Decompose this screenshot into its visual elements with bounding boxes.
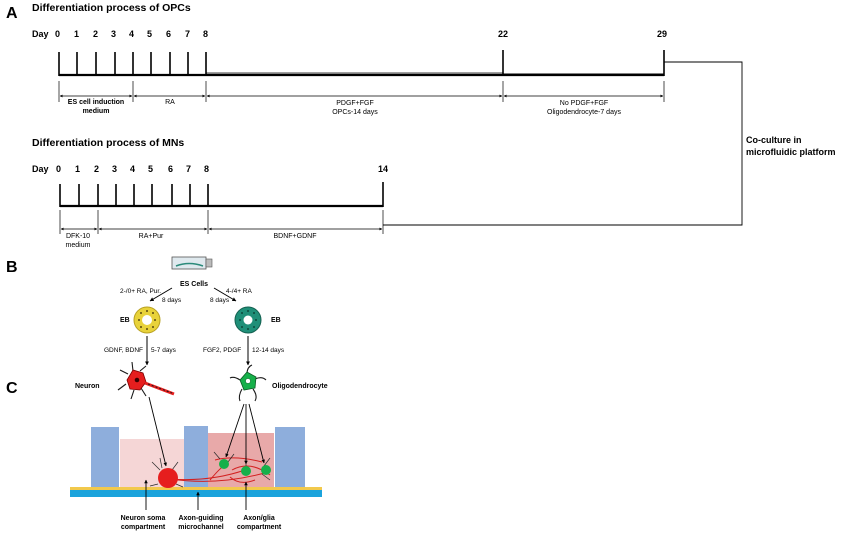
opc-day-7: 7 [185, 29, 190, 39]
right-factors: FGF2, PDGF [203, 347, 241, 354]
soma-label-2: compartment [121, 524, 166, 531]
flask-icon [171, 256, 213, 270]
oligodendrocyte-label: Oligodendrocyte [272, 383, 328, 390]
opc-day-29: 29 [657, 29, 667, 39]
opc-day-3: 3 [111, 29, 116, 39]
eb-left-label: EB [120, 317, 130, 324]
mn-day-5: 5 [148, 164, 153, 174]
mn-seg-1-line1: DFK-10 [66, 233, 90, 240]
eb-right-label: EB [271, 317, 281, 324]
oligodendrocyte-illustration [229, 364, 267, 402]
opc-seg-4-line1: No PDGF+FGF [560, 100, 608, 107]
soma-label-1: Neuron soma [121, 515, 166, 522]
glia-dot-2 [241, 466, 251, 476]
eb-left-sphere [133, 306, 161, 334]
opc-seg-4-line2: Oligodendrocyte-7 days [547, 109, 621, 116]
opc-day-22: 22 [498, 29, 508, 39]
neuron-pointer-arrow [148, 396, 167, 467]
opc-seg-1-line1: ES cell induction [68, 99, 124, 106]
mn-timeline: Differentiation process of MNs Day 0 1 2… [32, 137, 388, 249]
es-cells-label: ES Cells [180, 281, 208, 288]
opc-day-5: 5 [147, 29, 152, 39]
mn-title: Differentiation process of MNs [32, 137, 184, 149]
mn-seg-2-line1: RA+Pur [139, 233, 164, 240]
glia-label-2: compartment [237, 524, 282, 531]
right-time: 12-14 days [252, 347, 285, 354]
opc-seg-3-line1: PDGF+FGF [336, 100, 374, 107]
mn-day-14: 14 [378, 164, 388, 174]
mn-day-2: 2 [94, 164, 99, 174]
panel-c-letter: C [6, 380, 18, 397]
opc-day-1: 1 [74, 29, 79, 39]
opc-day-6: 6 [166, 29, 171, 39]
microfluidic-device [70, 426, 322, 497]
pillar-left [91, 427, 119, 488]
right-condition-2: 8 days [210, 297, 230, 304]
mn-day-label: Day [32, 164, 49, 174]
right-condition-1: 4-/4+ RA [226, 288, 252, 295]
left-time: 5-7 days [151, 347, 177, 354]
glia-dot-1 [219, 459, 229, 469]
opc-day-2: 2 [93, 29, 98, 39]
panel-b-letter: B [6, 259, 18, 276]
channel-label-2: microchannel [178, 524, 224, 531]
pillar-right [275, 427, 305, 488]
left-condition-1: 2-/0+ RA, Pur. [120, 288, 161, 295]
glia-dot-3 [261, 465, 271, 475]
axon-glia-chamber [208, 433, 274, 488]
substrate [70, 490, 322, 497]
es-left-arrow [149, 287, 173, 302]
mn-day-1: 1 [75, 164, 80, 174]
glia-label-1: Axon/glia [243, 515, 275, 522]
opc-day-4: 4 [129, 29, 134, 39]
opc-seg-3-line2: OPCs-14 days [332, 109, 378, 116]
left-condition-2: 8 days [162, 297, 182, 304]
left-factors: GDNF, BDNF [104, 347, 143, 354]
opc-timeline: Differentiation process of OPCs Day 0 1 … [32, 2, 667, 116]
opc-seg-2-line1: RA [165, 99, 175, 106]
mn-seg-1-line2: medium [66, 242, 91, 249]
opc-day-8: 8 [203, 29, 208, 39]
opc-seg-1-line2: medium [83, 108, 110, 115]
coculture-line2: microfluidic platform [746, 147, 836, 157]
opc-day-0: 0 [55, 29, 60, 39]
eb-right-sphere [234, 306, 262, 334]
neuron-label: Neuron [75, 383, 100, 390]
mn-day-8: 8 [204, 164, 209, 174]
oligo-pointer-arrow-3 [248, 403, 265, 464]
mn-day-3: 3 [112, 164, 117, 174]
channel-label-1: Axon-guiding [178, 515, 223, 522]
oligo-pointer-arrow-1 [225, 403, 245, 458]
mn-seg-3-line1: BDNF+GDNF [274, 233, 317, 240]
opc-day-label: Day [32, 29, 49, 39]
mn-day-0: 0 [56, 164, 61, 174]
coculture-connector: Co-culture in microfluidic platform [383, 61, 836, 226]
substrate-top [70, 487, 322, 490]
mn-day-6: 6 [168, 164, 173, 174]
panel-a-letter: A [6, 5, 18, 22]
neuron-soma-dot [158, 468, 178, 488]
mn-day-4: 4 [130, 164, 135, 174]
opc-title: Differentiation process of OPCs [32, 2, 191, 14]
mn-day-7: 7 [186, 164, 191, 174]
neuron-illustration [117, 361, 175, 400]
coculture-line1: Co-culture in [746, 135, 802, 145]
es-right-arrow [213, 287, 237, 302]
pillar-middle [184, 426, 208, 488]
